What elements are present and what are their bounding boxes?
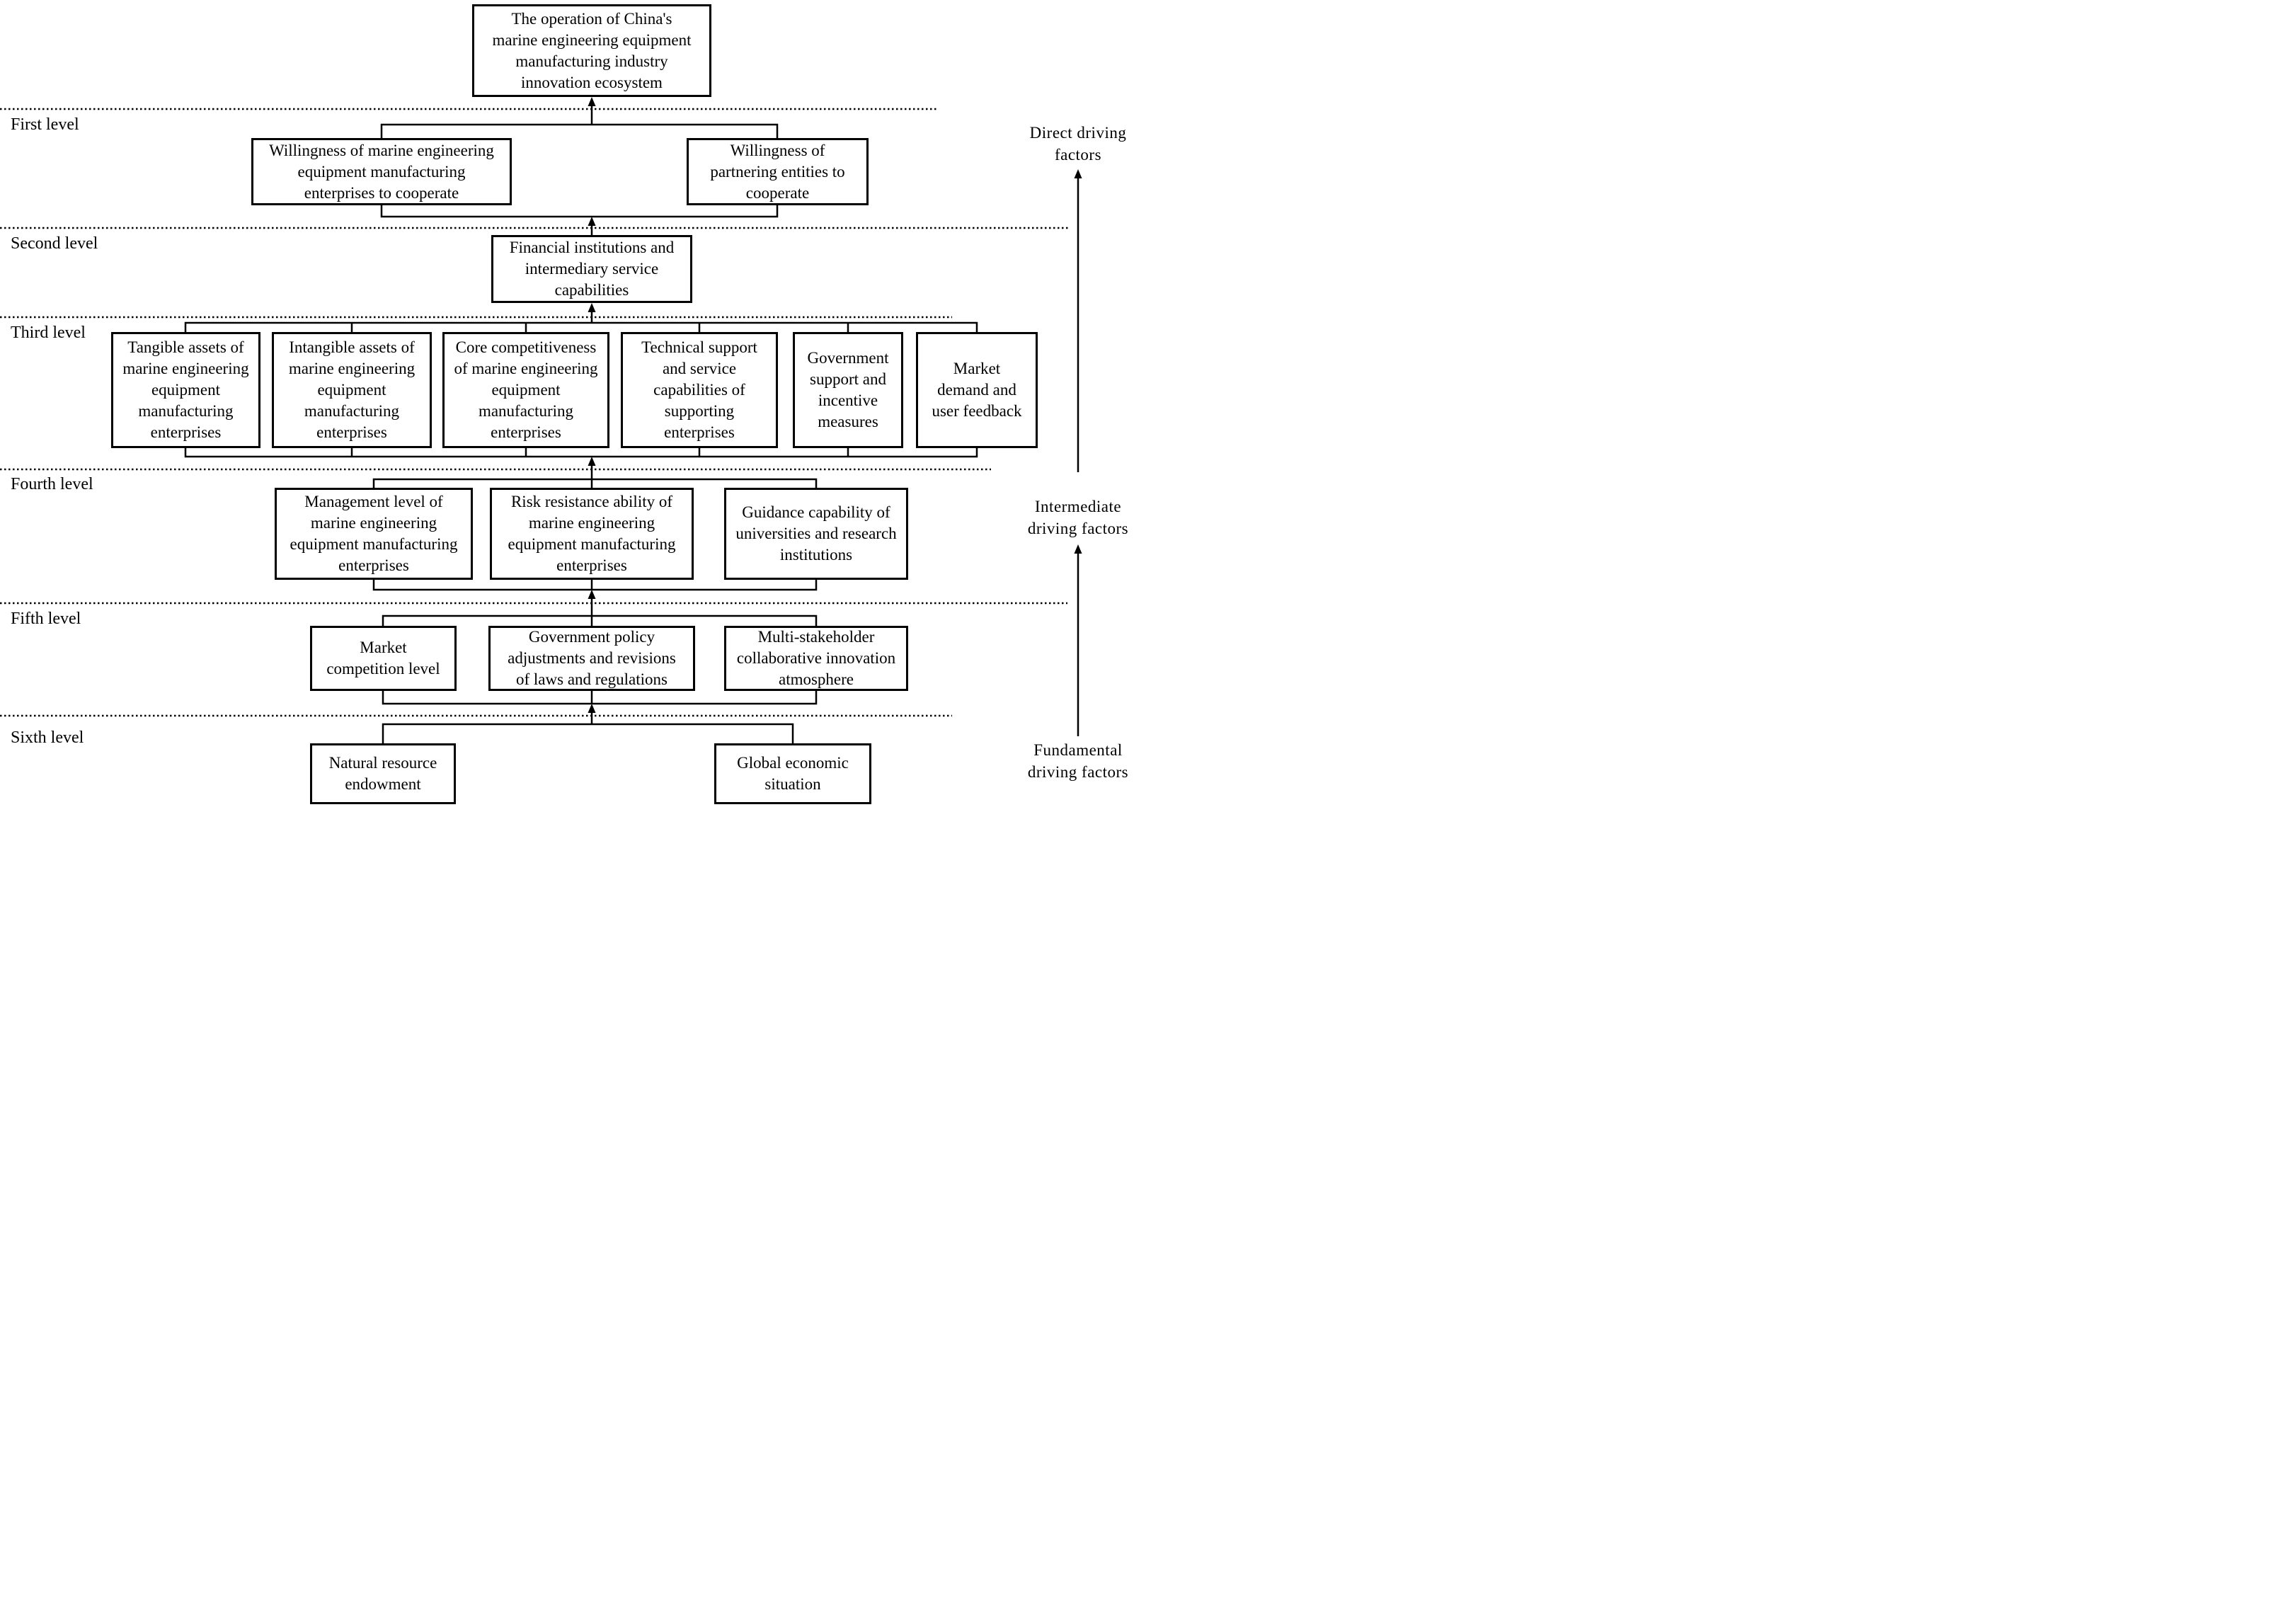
side-label-fundamental-driving-factors: Fundamental driving factors bbox=[1027, 741, 1129, 781]
arrow-level6-to-level5 bbox=[588, 704, 596, 724]
bracket-level3-top bbox=[184, 321, 978, 332]
box-natural-resource: Natural resource endowment bbox=[310, 743, 456, 804]
box-management-level: Management level of marine engineering e… bbox=[275, 488, 473, 580]
side-label-direct-driving-factors: Direct driving factors bbox=[1029, 124, 1127, 164]
arrow-level1-to-root bbox=[588, 97, 596, 125]
level-divider-lines bbox=[0, 108, 1070, 717]
level-label-fourth: Fourth level bbox=[11, 475, 93, 493]
bracket-level5-bottom bbox=[382, 690, 818, 705]
arrow-level3-to-level2 bbox=[588, 303, 596, 323]
bracket-level5-top bbox=[382, 614, 818, 626]
root-box: The operation of China's marine engineer… bbox=[472, 4, 711, 97]
bracket-level1-top bbox=[380, 123, 779, 138]
box-willingness-partnering-entities: Willingness of partnering entities to co… bbox=[687, 138, 869, 205]
box-market-competition: Market competition level bbox=[310, 626, 457, 691]
bracket-level6-top bbox=[382, 723, 794, 743]
level-label-fifth: Fifth level bbox=[11, 610, 81, 628]
box-core-competitiveness: Core competitiveness of marine engineeri… bbox=[442, 332, 609, 448]
box-willingness-manufacturing-enterprises: Willingness of marine engineering equipm… bbox=[251, 138, 512, 205]
level-label-sixth: Sixth level bbox=[11, 728, 84, 747]
box-technical-support: Technical support and service capabiliti… bbox=[621, 332, 778, 448]
level-label-third: Third level bbox=[11, 324, 86, 342]
bracket-level4-top bbox=[372, 478, 818, 488]
arrow-level2-to-level1 bbox=[588, 217, 596, 235]
up-arrows bbox=[588, 97, 1082, 736]
level-label-second: Second level bbox=[11, 234, 98, 253]
connector-lines bbox=[0, 97, 1082, 743]
box-market-demand: Market demand and user feedback bbox=[916, 332, 1038, 448]
arrow-intermediate-driving-factors bbox=[1074, 544, 1082, 736]
arrow-level5-to-level4 bbox=[588, 590, 596, 616]
bracket-level4-bottom bbox=[372, 579, 818, 591]
box-multi-stakeholder: Multi-stakeholder collaborative innovati… bbox=[724, 626, 908, 691]
bracket-level3-bottom bbox=[184, 447, 978, 458]
box-guidance-capability: Guidance capability of universities and … bbox=[724, 488, 908, 580]
arrow-level4-to-level3 bbox=[588, 457, 596, 479]
bracket-lines bbox=[184, 123, 978, 743]
box-global-economic: Global economic situation bbox=[714, 743, 871, 804]
level-label-first: First level bbox=[11, 115, 79, 134]
box-government-support: Government support and incentive measure… bbox=[793, 332, 903, 448]
box-government-policy: Government policy adjustments and revisi… bbox=[488, 626, 695, 691]
box-risk-resistance: Risk resistance ability of marine engine… bbox=[490, 488, 694, 580]
arrow-direct-driving-factors bbox=[1074, 169, 1082, 472]
box-financial-institutions: Financial institutions and intermediary … bbox=[491, 235, 692, 303]
box-intangible-assets: Intangible assets of marine engineering … bbox=[272, 332, 432, 448]
driving-factors-diagram: The operation of China's marine engineer… bbox=[0, 0, 1140, 812]
bracket-level1-bottom bbox=[380, 205, 779, 218]
box-tangible-assets: Tangible assets of marine engineering eq… bbox=[111, 332, 260, 448]
side-label-intermediate-driving-factors: Intermediate driving factors bbox=[1027, 498, 1129, 537]
